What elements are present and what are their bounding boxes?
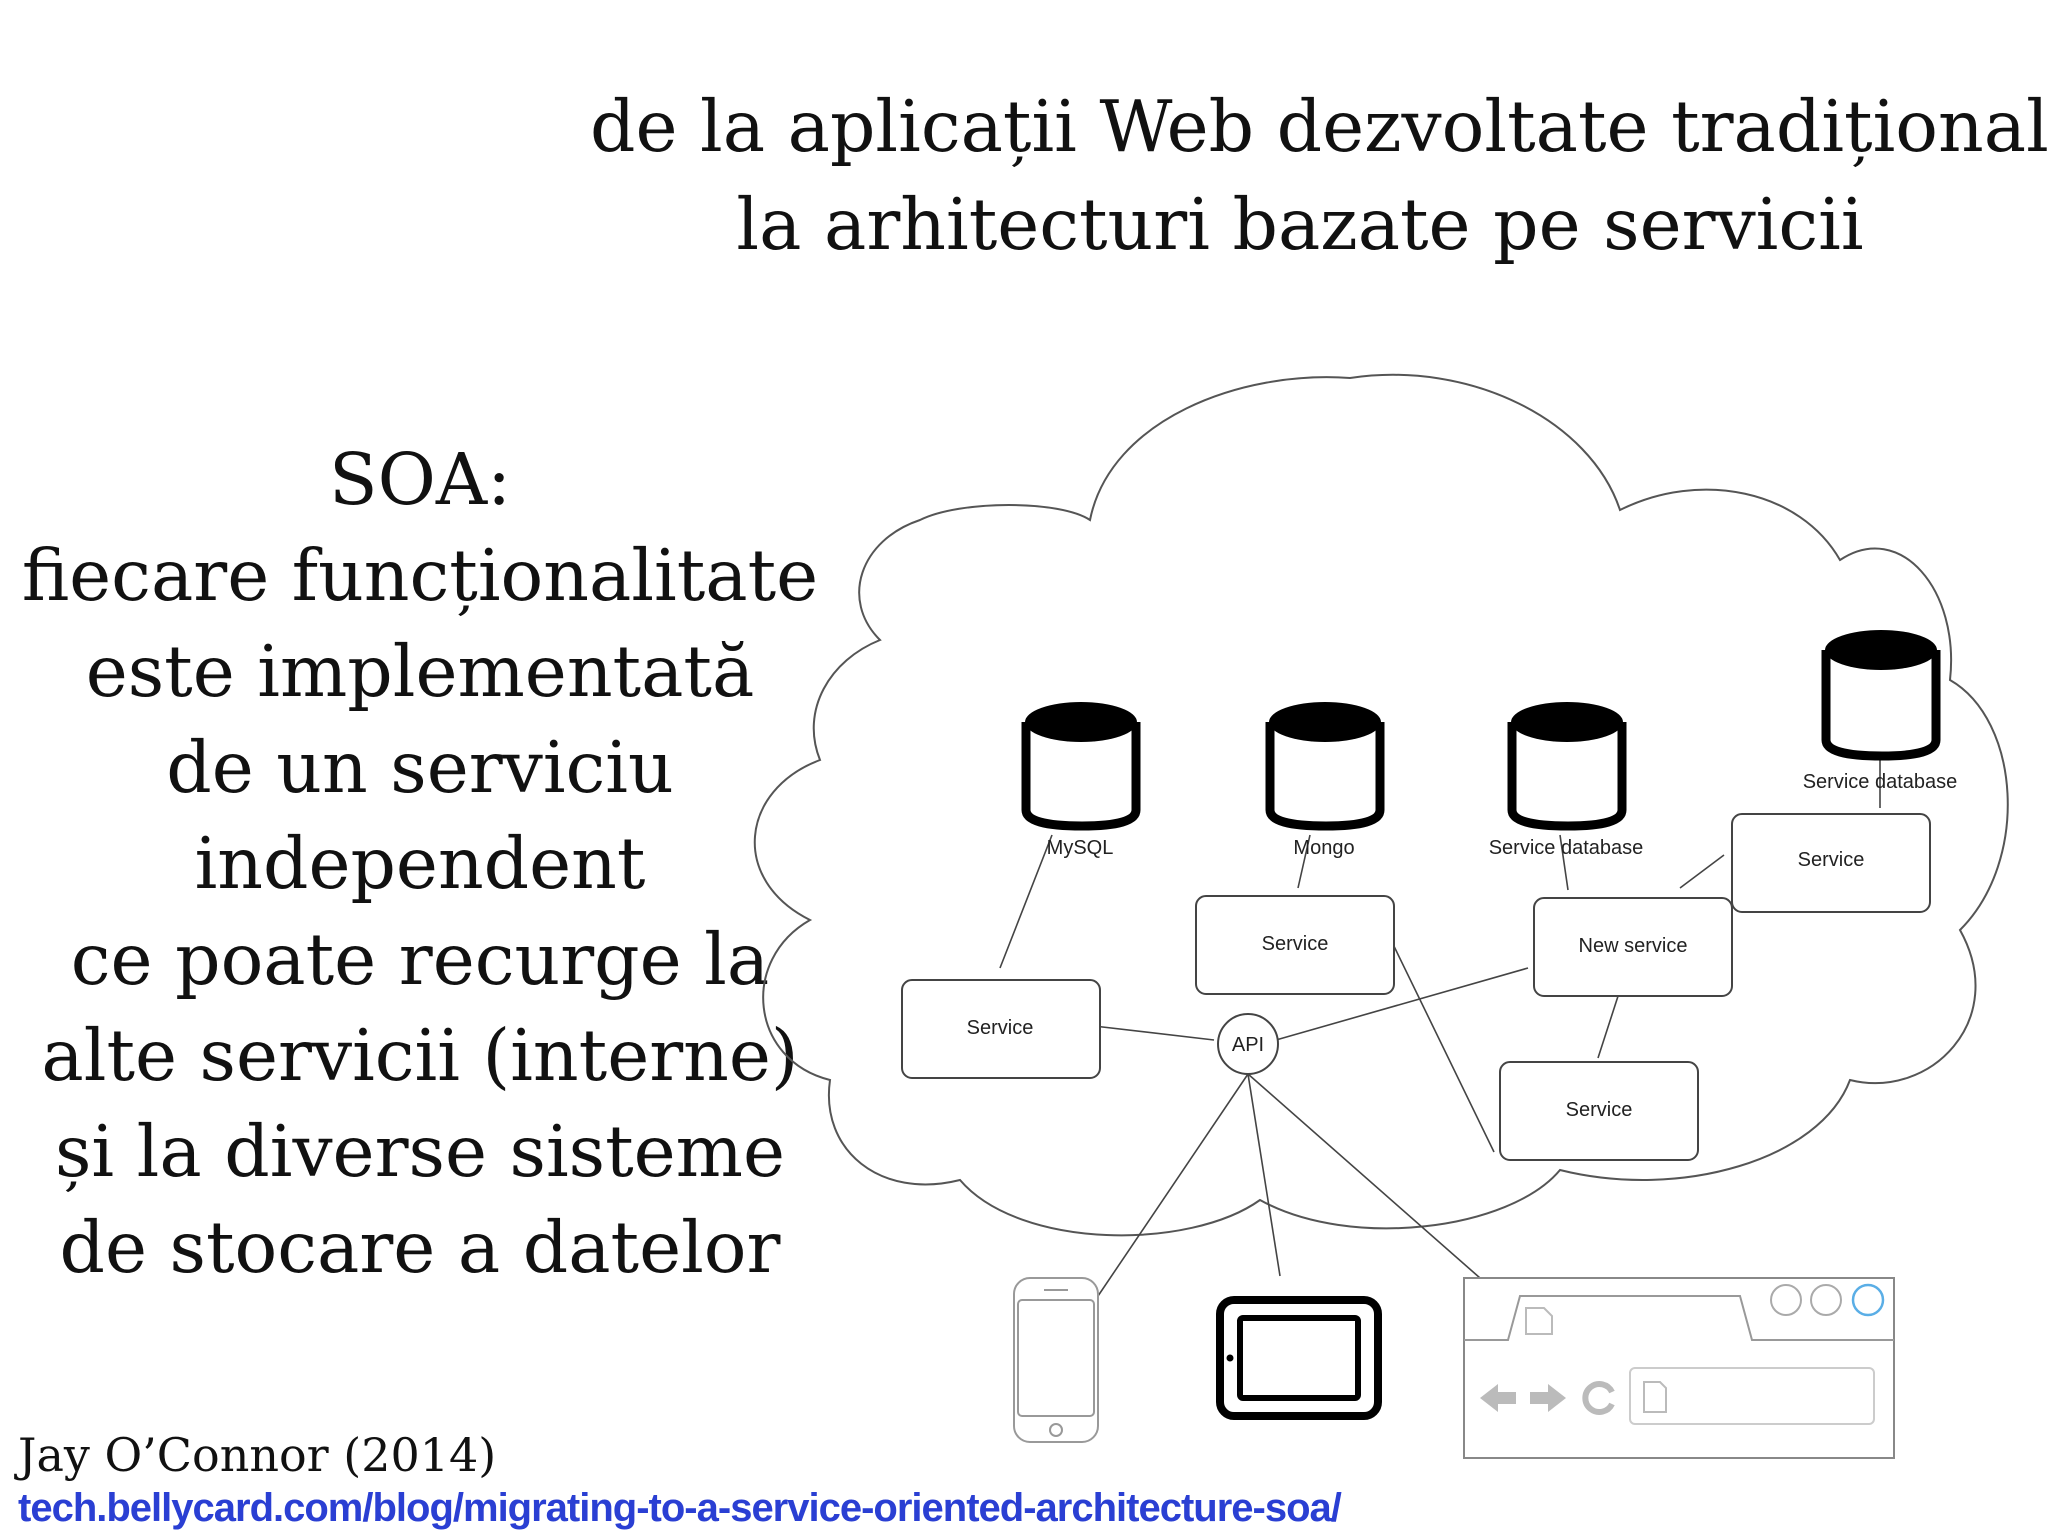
soa-description-line: ce poate recurge la	[70, 918, 770, 1001]
line-api-tablet	[1247, 1073, 1281, 1277]
line-api-newservice	[1275, 967, 1529, 1041]
service-label: Service	[1798, 849, 1865, 871]
api-node: API	[1217, 1013, 1279, 1075]
address-bar	[1629, 1367, 1875, 1425]
database-icon: Service database	[1489, 702, 1644, 859]
soa-description-line: de stocare a datelor	[59, 1206, 781, 1289]
page-icon	[1643, 1381, 1667, 1413]
service-box: New service	[1533, 897, 1733, 997]
database-icon: Mongo	[1265, 702, 1385, 859]
line-api-browser	[1247, 1073, 1481, 1279]
line-api-phone	[1097, 1073, 1249, 1297]
soa-description: SOA: fiecare funcționalitate este implem…	[20, 432, 820, 1296]
line-service-newservice	[1679, 854, 1725, 889]
service-box: Service	[1731, 813, 1931, 913]
service-box: Service	[901, 979, 1101, 1079]
tablet-icon	[1216, 1296, 1382, 1420]
citation-link[interactable]: tech.bellycard.com/blog/migrating-to-a-s…	[18, 1486, 1342, 1530]
slide-title-line-2: la arhitecturi bazate pe servicii	[736, 183, 1864, 266]
line-mongo-service	[1297, 834, 1311, 889]
citation-author: Jay O’Connor (2014)	[18, 1428, 497, 1482]
service-box: Service	[1195, 895, 1395, 995]
cloud-shape	[753, 373, 2009, 1237]
soa-description-line: este implementată	[85, 630, 755, 713]
database-icon: Service database	[1803, 630, 1958, 793]
soa-description-line: de un serviciu	[166, 726, 674, 809]
service-box: Service	[1499, 1061, 1699, 1161]
service-label: New service	[1579, 935, 1688, 957]
soa-description-line: fiecare funcționalitate	[21, 534, 819, 617]
api-label: API	[1232, 1034, 1264, 1056]
line-db3-newservice	[1559, 834, 1569, 891]
line-newservice-service	[1597, 989, 1621, 1059]
slide-title: de la aplicații Web dezvoltate tradițion…	[590, 78, 2048, 274]
browser-window-icon	[1463, 1277, 1895, 1459]
soa-description-line: alte servicii (interne)	[41, 1014, 799, 1097]
soa-description-line: SOA:	[328, 438, 512, 521]
page-icon	[1525, 1307, 1553, 1335]
line-mysql-service	[999, 834, 1053, 969]
soa-description-line: și la diverse sisteme	[54, 1110, 786, 1193]
db-label-mysql: MySQL	[1047, 837, 1114, 859]
service-label: Service	[967, 1017, 1034, 1039]
db-label-service-database: Service database	[1489, 837, 1644, 859]
slide-title-line-1: de la aplicații Web dezvoltate tradițion…	[590, 85, 2048, 168]
reload-icon	[1582, 1381, 1615, 1415]
database-icon: MySQL	[1021, 702, 1141, 859]
service-label: Service	[1262, 933, 1329, 955]
line-center-bottom	[1389, 937, 1495, 1153]
db-label-mongo: Mongo	[1293, 837, 1354, 859]
connection-lines	[999, 760, 1881, 1297]
forward-arrow-icon	[1530, 1384, 1566, 1412]
line-service-api	[1093, 1025, 1215, 1041]
back-arrow-icon	[1480, 1384, 1516, 1412]
phone-icon	[1013, 1277, 1099, 1443]
db-label-service-database: Service database	[1803, 771, 1958, 793]
soa-description-line: independent	[194, 822, 646, 905]
service-label: Service	[1566, 1099, 1633, 1121]
